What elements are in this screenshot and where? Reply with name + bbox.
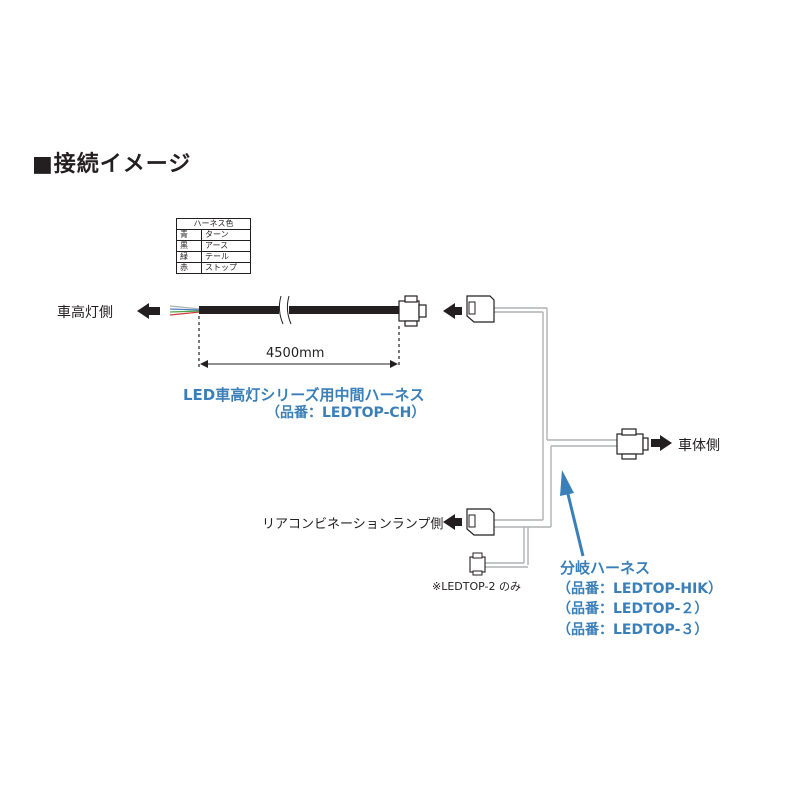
intermediate-connector [398, 295, 427, 327]
ledtop2-only-note: ※LEDTOP-2 のみ [432, 580, 521, 593]
body-side-connector [616, 428, 649, 460]
intermediate-harness-part: （品番：LEDTOP-CH） [266, 405, 426, 421]
wire-ends [169, 305, 201, 316]
length-label: 4500mm [266, 346, 325, 361]
branch-harness-part: （品番：LEDTOP-２） [557, 601, 709, 617]
arrow-left-icon [443, 303, 462, 319]
table-row: 青 ターン [176, 229, 251, 241]
branch-harness-name: 分岐ハーネス [560, 559, 651, 577]
branch-harness-part: （品番：LEDTOP-３） [557, 622, 709, 638]
harness-color-table: ハーネス色 青 ターン 黒 アース 緑 テール 赤 ストップ [176, 218, 251, 274]
function-cell: ストップ [201, 262, 251, 274]
page-title: ■接続イメージ [32, 152, 192, 177]
body-side-label: 車体側 [678, 438, 720, 454]
branch-harness-wires [485, 307, 617, 568]
intermediate-harness-cable [199, 295, 399, 325]
arrow-left-icon [137, 303, 160, 319]
small-connector-ledtop2 [469, 552, 486, 576]
table-row: 赤 ストップ [176, 262, 251, 274]
arrow-right-icon [651, 435, 672, 451]
branch-connector-lower [466, 508, 495, 536]
length-dimension [198, 316, 400, 368]
rear-combination-side-label: リアコンビネーションランプ側 [262, 517, 444, 532]
branch-harness-part: （品番：LEDTOP-HIK） [557, 581, 723, 597]
vehicle-light-side-label: 車高灯側 [57, 305, 113, 321]
branch-pointer-arrow [560, 470, 585, 557]
table-row: 緑 テール [176, 251, 251, 263]
intermediate-harness-name: LED車高灯シリーズ用中間ハーネス [183, 386, 425, 404]
branch-connector-upper [466, 295, 495, 323]
arrow-left-icon [443, 514, 462, 530]
